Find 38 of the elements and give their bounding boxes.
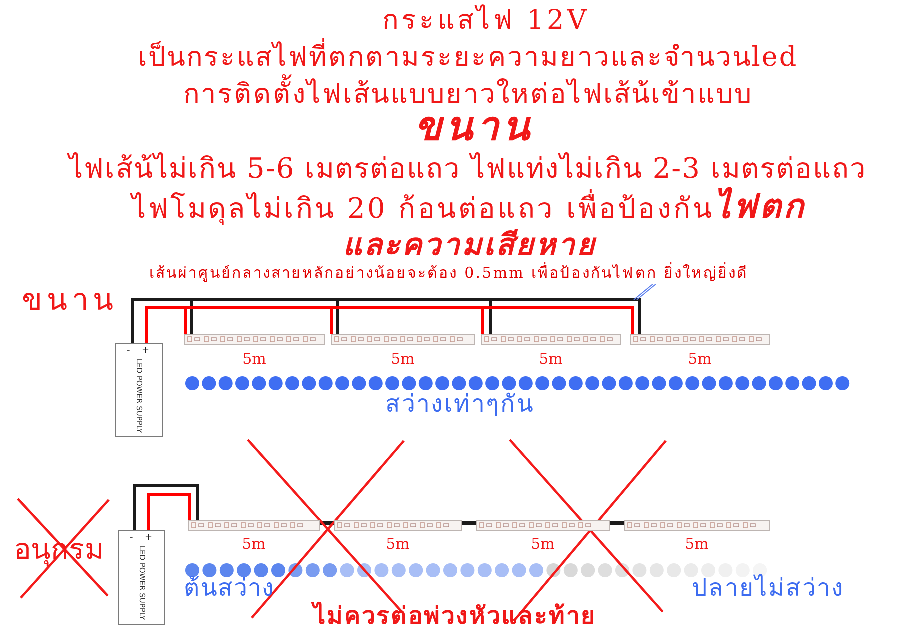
led-strip xyxy=(184,334,325,345)
length-label: 5m xyxy=(531,534,555,555)
led-strip xyxy=(481,334,621,345)
warning-text: ไม่ควรต่อพ่วงหัวและท้าย xyxy=(314,599,596,634)
terminal-label: - xyxy=(127,347,130,356)
length-label: 5m xyxy=(688,348,712,370)
terminal-label: + xyxy=(142,347,150,356)
length-label: 5m xyxy=(539,348,563,370)
led-strip xyxy=(476,520,610,531)
leader-line xyxy=(634,284,656,300)
length-label: 5m xyxy=(242,534,266,555)
length-label: 5m xyxy=(391,348,415,370)
wire xyxy=(134,484,200,530)
emphasis-text: และความเสียหาย xyxy=(343,226,597,262)
instruction-text: ไฟโมดุลไม่เกิน 20 ก้อนต่อแถว เพื่อป้องกันไฟตก xyxy=(132,188,806,228)
connector xyxy=(320,521,334,525)
led-strip xyxy=(624,520,770,531)
length-label: 5m xyxy=(685,534,709,555)
caption-text: สว่างเท่าๆกัน xyxy=(386,389,534,420)
length-label: 5m xyxy=(242,348,266,370)
terminal-label: - xyxy=(130,534,134,543)
power-supply-box xyxy=(115,343,163,437)
led-strip xyxy=(331,334,475,345)
wire xyxy=(148,494,192,530)
note-text: เส้นผ่าศูนย์กลางสายหลักอย่างน้อยจะต้อง 0.5mm เพื่อป้องกันไฟตก ยิ่งใหญ่ยิ่งดี xyxy=(149,262,749,284)
instruction-text: ไฟเส้น้ไม่เกิน 5-6 เมตรต่อแถว ไฟแท่งไม่เกิน 2-3 เมตรต่อแถว xyxy=(69,150,867,187)
connector xyxy=(462,521,476,525)
length-label: 5m xyxy=(386,534,410,555)
led-strip xyxy=(188,520,320,531)
title: กระแสไฟ 12V xyxy=(382,4,590,38)
caption-text: ปลายไม่สว่าง xyxy=(692,573,845,604)
terminal-label: + xyxy=(145,534,153,543)
section-label: ขนาน xyxy=(22,282,118,320)
caption-text: ต้นสว่าง xyxy=(184,573,275,604)
power-supply-box xyxy=(118,530,165,625)
led-strip xyxy=(630,334,770,345)
led-strip xyxy=(334,520,462,531)
connector xyxy=(610,521,624,525)
